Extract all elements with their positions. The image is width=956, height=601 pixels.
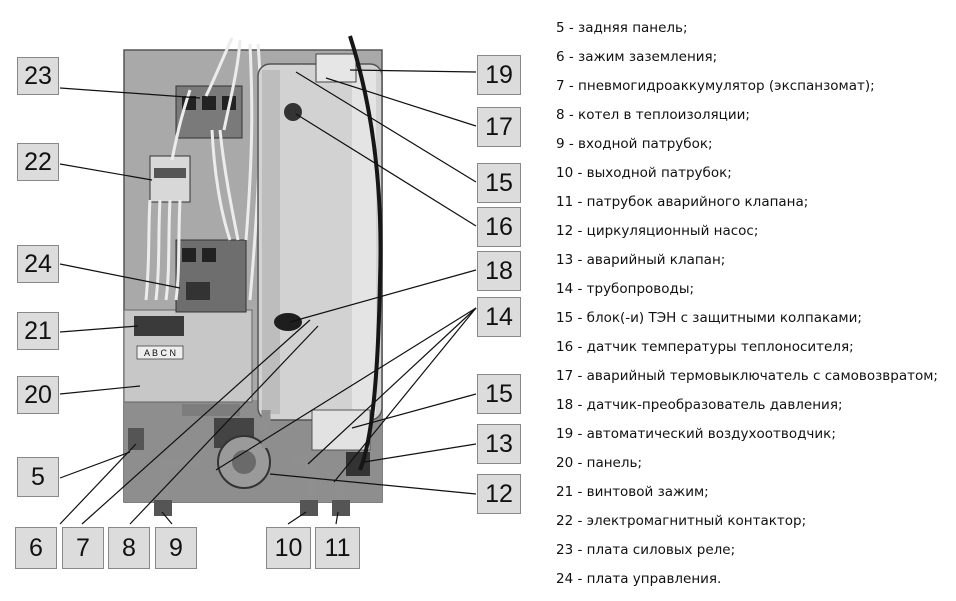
legend-item: 22 - электромагнитный контактор; <box>556 507 938 536</box>
callout-6: 6 <box>15 527 57 569</box>
terminal-label-text: A B C N <box>144 348 176 358</box>
callout-24: 24 <box>17 245 59 283</box>
callout-23: 23 <box>17 57 59 95</box>
callout-5: 5 <box>17 457 59 497</box>
legend-item: 10 - выходной патрубок; <box>556 159 938 188</box>
legend-item: 13 - аварийный клапан; <box>556 246 938 275</box>
air-vent <box>316 54 356 82</box>
callout-9: 9 <box>155 527 197 569</box>
expansion-tank <box>182 404 240 416</box>
callout-21: 21 <box>17 312 59 350</box>
legend-item: 23 - плата силовых реле; <box>556 536 938 565</box>
legend-item: 18 - датчик-преобразователь давления; <box>556 391 938 420</box>
callout-15-bottom: 15 <box>477 374 521 414</box>
callout-17: 17 <box>477 107 521 147</box>
callout-15-top: 15 <box>477 163 521 203</box>
legend-item: 16 - датчик температуры теплоносителя; <box>556 333 938 362</box>
screw-terminal-block <box>134 316 184 336</box>
legend-item: 12 - циркуляционный насос; <box>556 217 938 246</box>
legend-item: 5 - задняя панель; <box>556 14 938 43</box>
contactor <box>150 156 190 202</box>
heater-block <box>312 410 370 450</box>
legend-item: 15 - блок(-и) ТЭН с защитными колпаками; <box>556 304 938 333</box>
legend-item: 14 - трубопроводы; <box>556 275 938 304</box>
callout-22: 22 <box>17 143 59 181</box>
legend-item: 17 - аварийный термовыключатель с самово… <box>556 362 938 391</box>
callout-10: 10 <box>266 527 311 569</box>
callout-11: 11 <box>315 527 360 569</box>
legend-item: 7 - пневмогидроаккумулятор (экспанзомат)… <box>556 72 938 101</box>
legend-item: 9 - входной патрубок; <box>556 130 938 159</box>
callout-14: 14 <box>477 297 521 337</box>
callout-13: 13 <box>477 424 521 464</box>
terminal-label: A B C N <box>137 346 183 359</box>
relief-nozzle <box>332 500 350 516</box>
callout-8: 8 <box>108 527 150 569</box>
legend-item: 20 - панель; <box>556 449 938 478</box>
callout-12: 12 <box>477 474 521 514</box>
ground-clamp <box>128 428 144 450</box>
legend-item: 6 - зажим заземления; <box>556 43 938 72</box>
legend-item: 8 - котел в теплоизоляции; <box>556 101 938 130</box>
callout-19: 19 <box>477 55 521 95</box>
legend-item: 24 - плата управления. <box>556 565 938 594</box>
parts-legend: 5 - задняя панель; 6 - зажим заземления;… <box>556 14 938 594</box>
callout-16: 16 <box>477 207 521 247</box>
temperature-sensor <box>284 103 302 121</box>
legend-item: 11 - патрубок аварийного клапана; <box>556 188 938 217</box>
legend-item: 19 - автоматический воздухоотводчик; <box>556 420 938 449</box>
callout-18: 18 <box>477 251 521 291</box>
callout-20: 20 <box>17 376 59 414</box>
legend-item: 21 - винтовой зажим; <box>556 478 938 507</box>
callout-7: 7 <box>62 527 104 569</box>
pressure-sensor <box>274 313 302 331</box>
